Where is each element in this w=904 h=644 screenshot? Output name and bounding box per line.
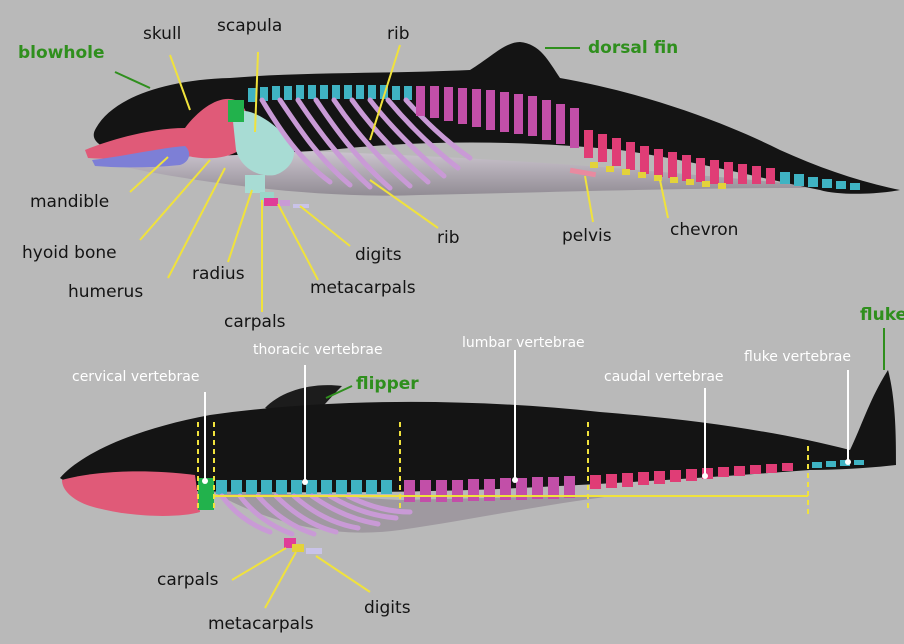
label-metacarpals-top: metacarpals bbox=[310, 280, 416, 297]
label-metacarpals-bottom: metacarpals bbox=[208, 616, 314, 633]
label-skull: skull bbox=[143, 26, 181, 43]
bottom-whale-flipper-bones bbox=[284, 538, 322, 554]
label-fluke-vertebrae: fluke vertebrae bbox=[744, 350, 851, 364]
label-rib-lower: rib bbox=[437, 230, 460, 247]
label-carpals-bottom: carpals bbox=[157, 572, 219, 589]
top-whale-cervical bbox=[228, 100, 244, 122]
label-dorsal-fin: dorsal fin bbox=[588, 40, 678, 57]
label-cervical-vertebrae: cervical vertebrae bbox=[72, 370, 199, 384]
label-digits-bottom: digits bbox=[364, 600, 411, 617]
label-radius: radius bbox=[192, 266, 245, 283]
label-rib-upper: rib bbox=[387, 26, 410, 43]
bottom-whale bbox=[60, 370, 896, 554]
label-hyoid-bone: hyoid bone bbox=[22, 245, 117, 262]
label-scapula: scapula bbox=[217, 18, 282, 35]
label-fluke: fluke bbox=[860, 307, 904, 324]
bottom-whale-skull bbox=[62, 471, 200, 516]
label-chevron: chevron bbox=[670, 222, 738, 239]
label-humerus: humerus bbox=[68, 284, 143, 301]
label-thoracic-vertebrae: thoracic vertebrae bbox=[253, 343, 383, 357]
label-flipper: flipper bbox=[356, 376, 419, 393]
top-whale bbox=[85, 42, 900, 208]
label-carpals-top: carpals bbox=[224, 314, 286, 331]
label-lumbar-vertebrae: lumbar vertebrae bbox=[462, 336, 585, 350]
label-pelvis: pelvis bbox=[562, 228, 612, 245]
label-blowhole: blowhole bbox=[18, 45, 105, 62]
label-mandible: mandible bbox=[30, 194, 109, 211]
label-digits-top: digits bbox=[355, 247, 402, 264]
label-caudal-vertebrae: caudal vertebrae bbox=[604, 370, 724, 384]
